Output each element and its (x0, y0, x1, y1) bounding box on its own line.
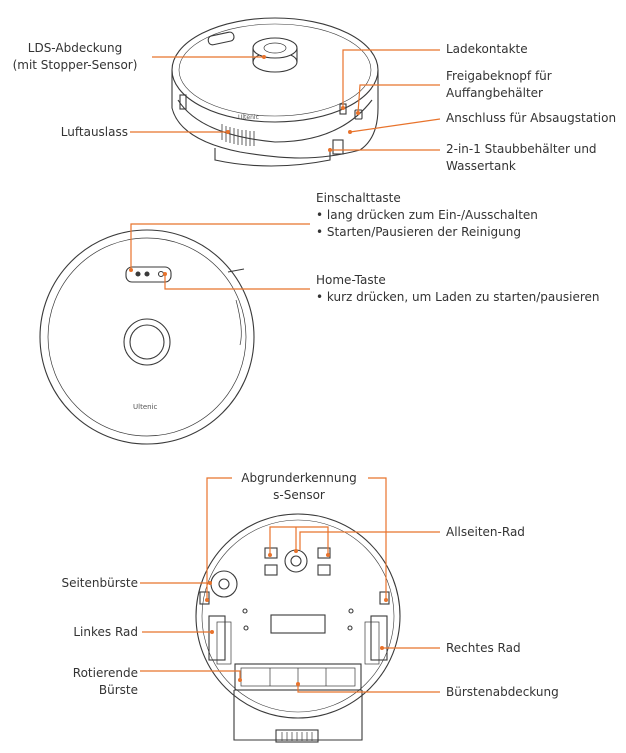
label-rolling-brush-line2: Bürste (98, 683, 138, 697)
home-button-title: Home-Taste (316, 273, 386, 287)
label-plate (270, 614, 326, 634)
rear-vent-slots (281, 732, 313, 741)
front-view-leader-dots (129, 268, 167, 276)
label-lds-cover-line2: (mit Stopper-Sensor) (12, 58, 138, 72)
label-side-brush: Seitenbürste (61, 576, 138, 590)
label-dustbin-line2: Wassertank (446, 159, 516, 173)
panel-dot-1 (135, 271, 141, 277)
label-release-button-line1: Freigabeknopf für (446, 69, 552, 83)
robot-body-seam (177, 99, 373, 143)
robot-top-rim (178, 23, 372, 117)
robot-inner-circle (47, 237, 247, 437)
air-outlet-grille (221, 124, 255, 146)
label-charging-contacts: Ladekontakte (446, 42, 528, 56)
omni-wheel-shape (284, 549, 308, 573)
side-panel-left (179, 94, 187, 110)
omni-wheel-hub (290, 555, 302, 567)
lds-ring-outer (123, 318, 171, 366)
top-button-bar (207, 31, 235, 46)
label-lds-cover: LDS-Abdeckung (mit Stopper-Sensor) (0, 40, 150, 74)
front-view-leaders (130, 223, 310, 290)
label-release-button-line2: Auffangbehälter (446, 86, 543, 100)
side-brush-shape (210, 570, 238, 598)
brand-mark-mid: Ultenic (133, 403, 158, 411)
top-view-leader-dots (226, 55, 360, 152)
robot-body-side (171, 70, 379, 159)
cliff-sensor-2 (317, 547, 331, 559)
lds-turret-cap (263, 42, 287, 54)
robot-top-surface (171, 17, 379, 123)
button-panel (125, 266, 172, 283)
power-button-bullet-1: • lang drücken zum Ein-/Ausschalten (316, 208, 538, 222)
label-dustbin: 2-in-1 Staubbehälter und Wassertank (446, 141, 597, 175)
bottom-outer-circle (195, 513, 401, 719)
cliff-sensor-right (379, 591, 390, 605)
label-omni-wheel: Allseiten-Rad (446, 525, 525, 539)
rear-dustbox (233, 690, 363, 741)
cliff-sensor-left (199, 591, 210, 605)
bumper-mark (235, 299, 242, 346)
bottom-view-robot (195, 513, 401, 743)
power-button-title: Einschalttaste (316, 191, 401, 205)
bottom-inner-circle (201, 519, 395, 713)
home-button-bullet-1: • kurz drücken, um Laden zu starten/paus… (316, 290, 600, 304)
label-right-wheel: Rechtes Rad (446, 641, 521, 655)
label-brush-cover: Bürstenabdeckung (446, 685, 559, 699)
top-view-robot (171, 17, 379, 167)
label-air-outlet: Luftauslass (60, 125, 128, 139)
robot-base (214, 148, 331, 167)
label-release-button: Freigabeknopf für Auffangbehälter (446, 68, 552, 102)
label-cliff-sensor-line2: s-Sensor (273, 488, 325, 502)
label-rolling-brush-line1: Rotierende (72, 666, 138, 680)
label-lds-cover-line1: LDS-Abdeckung (27, 41, 123, 55)
label-rolling-brush: Rotierende Bürste (20, 665, 138, 699)
cliff-sensor-3 (264, 564, 278, 576)
front-view-robot (39, 229, 255, 445)
side-brush-hub (218, 578, 230, 590)
bottom-view-leaders (140, 477, 440, 693)
lds-ring-inner (129, 324, 165, 360)
label-cliff-sensor-line1: Abgrunderkennung (241, 471, 357, 485)
label-power-button: Einschalttaste • lang drücken zum Ein-/A… (316, 190, 538, 241)
label-cliff-sensor: Abgrunderkennung s-Sensor (226, 470, 372, 504)
label-left-wheel: Linkes Rad (73, 625, 138, 639)
label-station-port: Anschluss für Absaugstation (446, 111, 617, 125)
top-view-leaders (130, 49, 441, 151)
dustbin-tab-shape (332, 139, 344, 155)
cliff-sensor-4 (317, 564, 331, 576)
cliff-sensor-1 (264, 547, 278, 559)
panel-home-dot (157, 270, 165, 278)
rear-vent (275, 729, 319, 743)
robot-outer-circle (39, 229, 255, 445)
brand-mark-top: Ultenic (238, 114, 259, 121)
side-brush-tip (227, 268, 245, 273)
bottom-view-leader-dots (205, 549, 388, 686)
label-home-button: Home-Taste • kurz drücken, um Laden zu s… (316, 272, 600, 306)
label-dustbin-line1: 2-in-1 Staubbehälter und (446, 142, 597, 156)
lds-turret-top (252, 37, 298, 59)
panel-dot-2 (144, 271, 150, 277)
power-button-bullet-2: • Starten/Pausieren der Reinigung (316, 225, 521, 239)
